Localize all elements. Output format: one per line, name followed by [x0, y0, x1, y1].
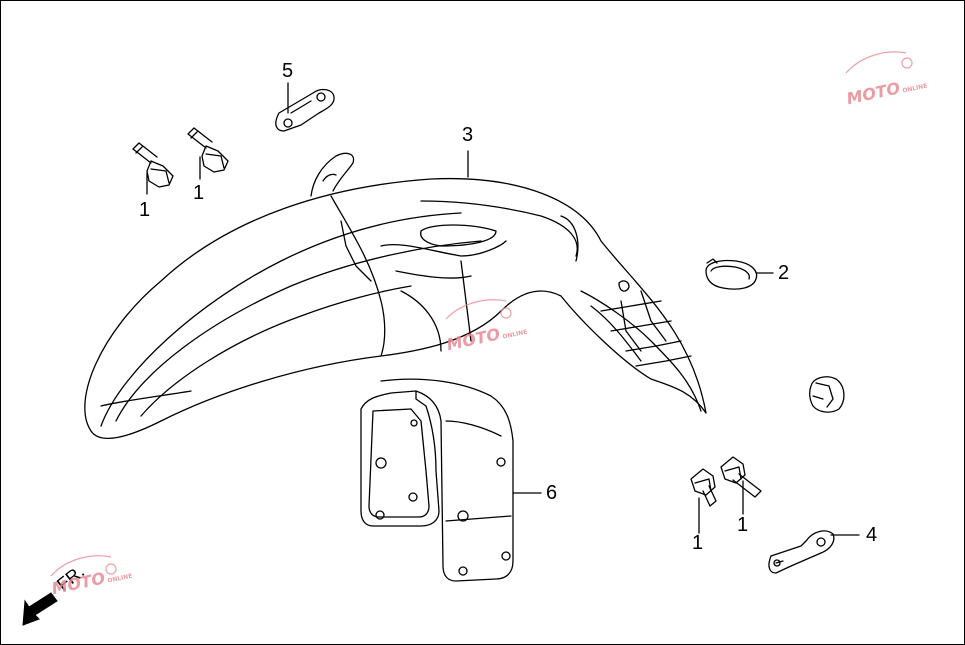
fender-stay-drawing — [360, 378, 514, 582]
bracket-upper-drawing — [275, 88, 335, 132]
watermark-logo-icon — [50, 51, 913, 577]
bolt-drawing-a — [132, 142, 174, 188]
grommet-drawing — [705, 258, 758, 290]
callout-bolt-a: 1 — [139, 199, 151, 221]
callout-bracket-lower: 4 — [866, 524, 878, 546]
callout-bolt-c: 1 — [692, 532, 704, 554]
callout-bolt-d: 1 — [737, 514, 749, 536]
callout-bracket-upper: 5 — [282, 60, 294, 82]
rubber-plug-drawing — [809, 376, 845, 413]
callout-bolt-b: 1 — [193, 182, 205, 204]
callout-fender-stay: 6 — [546, 482, 558, 504]
callout-grommet: 2 — [778, 262, 790, 284]
leader-lines — [146, 82, 860, 536]
bracket-lower-drawing — [768, 530, 835, 574]
bolt-drawing-d — [720, 456, 762, 498]
bolt-drawing-c — [690, 468, 717, 507]
direction-arrow-icon — [22, 592, 58, 626]
bolt-drawing-b — [187, 127, 229, 173]
front-fender-drawing — [84, 152, 707, 439]
callout-front-fender: 3 — [462, 124, 474, 146]
